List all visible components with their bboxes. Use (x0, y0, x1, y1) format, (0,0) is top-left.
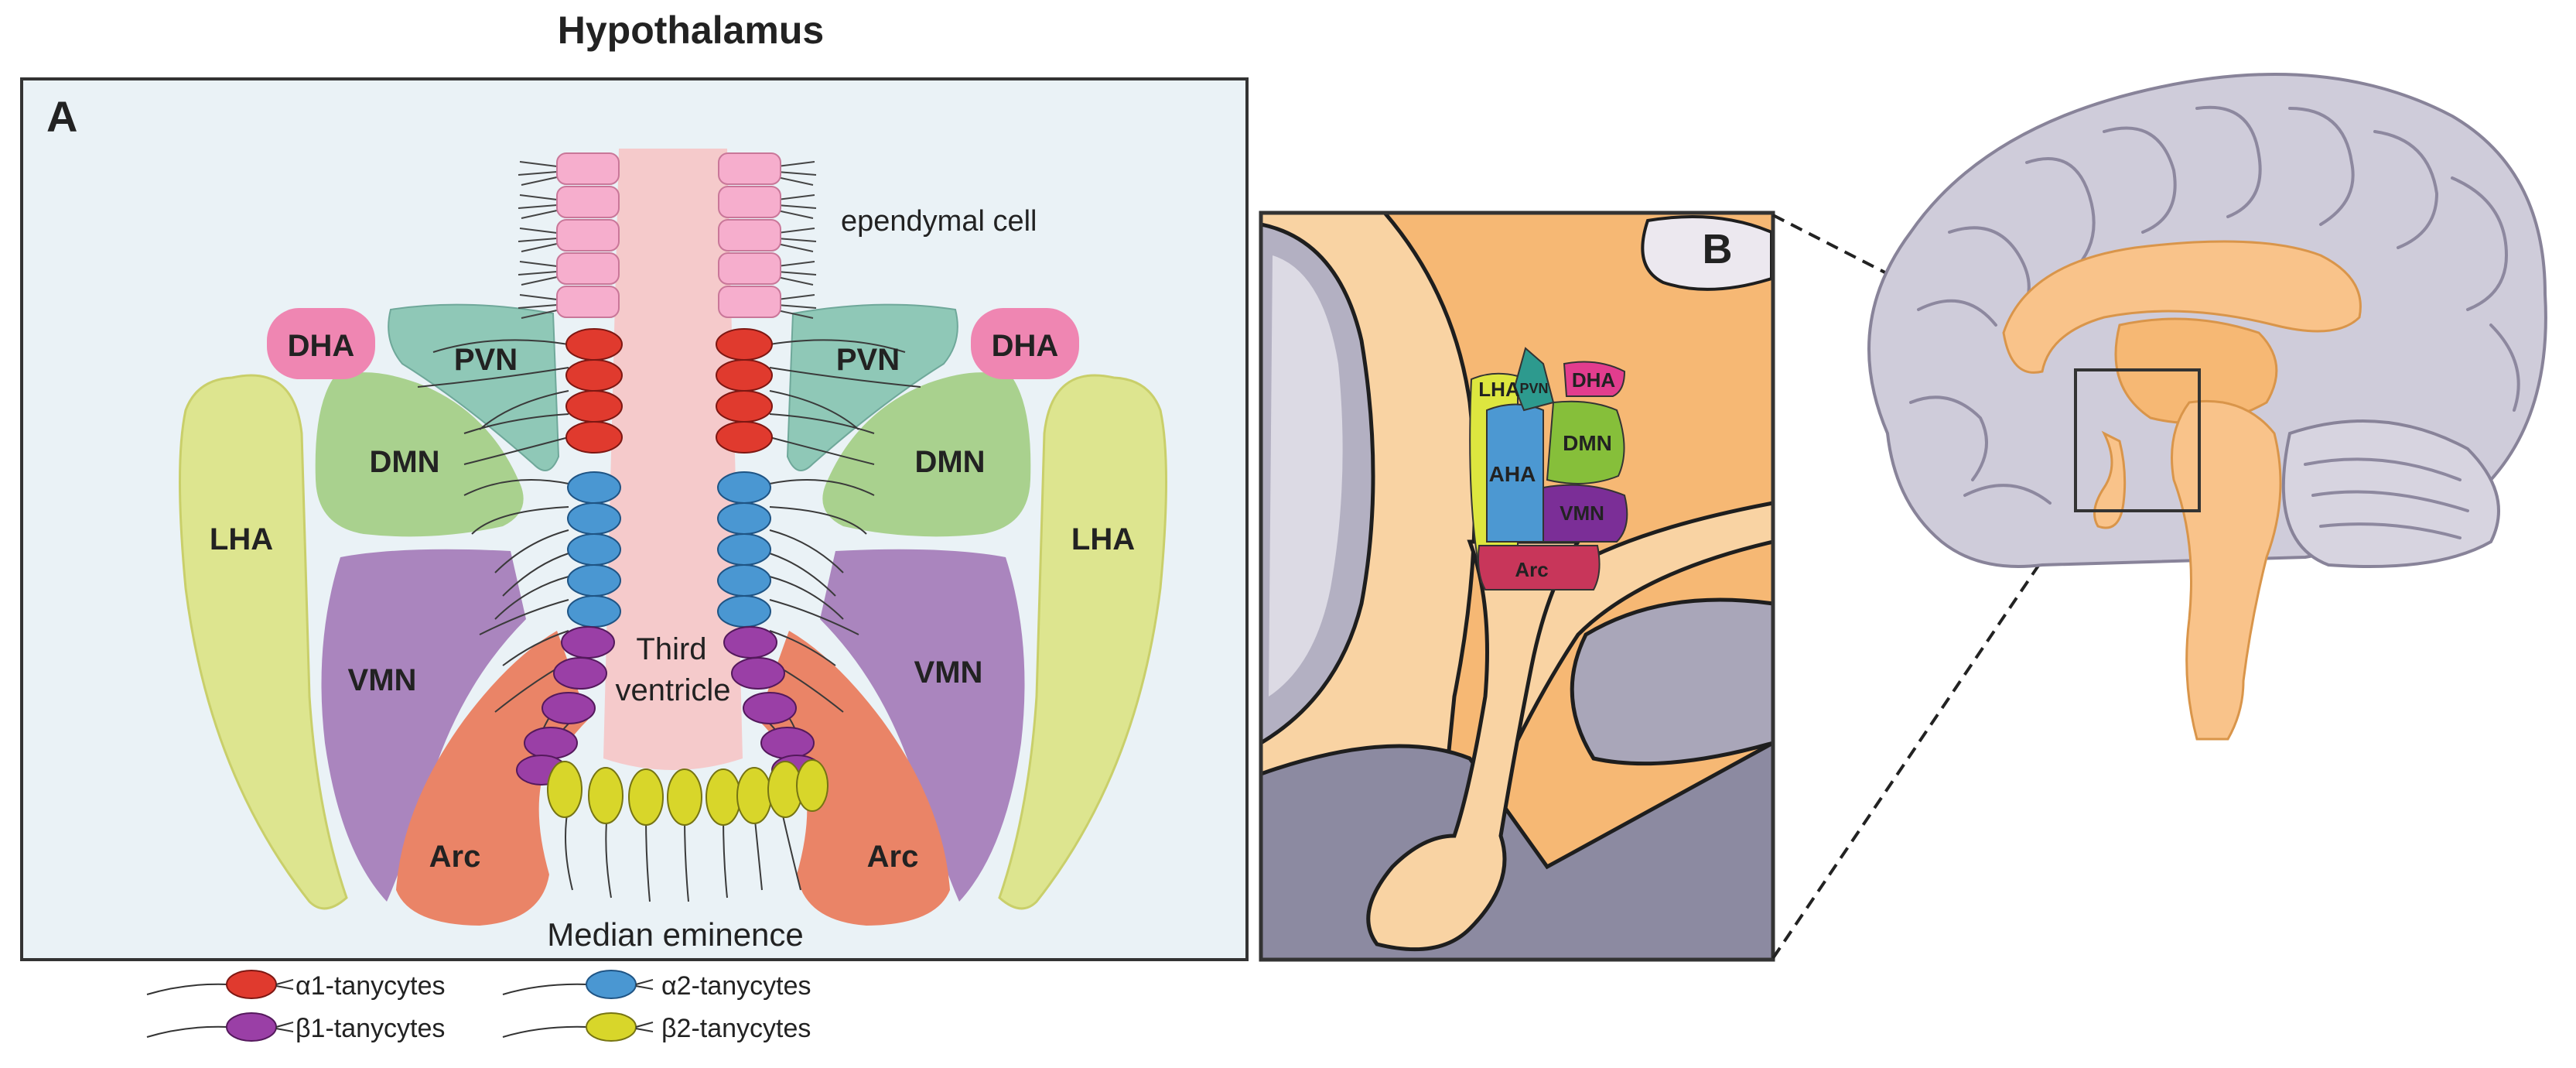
legend-label-beta1: β1-tanycytes (296, 1014, 445, 1043)
zoom-box (2074, 368, 2201, 512)
dmn-right-region (822, 372, 1031, 537)
alpha2-tanycytes (567, 471, 771, 628)
panel-b-pvn-region (1513, 347, 1555, 412)
third-ventricle (603, 149, 743, 770)
pvn-left-region (388, 303, 560, 471)
legend-item-alpha1: α1-tanycytes (146, 970, 446, 1001)
panel-b-arc-region (1478, 545, 1601, 590)
arc-right-label: Arc (867, 840, 919, 874)
legend-item-beta1: β1-tanycytes (146, 1012, 445, 1043)
beta1-tanycytes (516, 626, 822, 786)
dmn-right-label: DMN (914, 445, 985, 479)
vmn-left-label: VMN (348, 663, 417, 697)
dha-right-label: DHA (992, 329, 1059, 363)
tanycyte-processes (417, 339, 921, 902)
panel-b-vmn-region (1543, 484, 1628, 543)
brain-illustration (1867, 73, 2547, 741)
arc-left-region (396, 631, 588, 926)
panel-b: LHA PVN DHA AHA DMN VMN Arc B (1259, 211, 1775, 962)
third-ventricle-label-line1: Third (636, 632, 706, 666)
panel-a-letter: A (46, 92, 77, 141)
panel-b-letter: B (1703, 226, 1733, 272)
panel-b-dha-label: DHA (1572, 368, 1616, 392)
arc-right-region (758, 631, 950, 926)
legend-label-alpha1: α1-tanycytes (296, 971, 446, 1001)
pituitary (2093, 430, 2127, 529)
median-eminence-label: Median eminence (547, 916, 804, 953)
panel-b-nuclei: LHA PVN DHA AHA DMN VMN Arc (1469, 347, 1628, 590)
legend-label-alpha2: α2-tanycytes (661, 971, 811, 1001)
panel-b-lha-label: LHA (1478, 378, 1520, 401)
cortical-folds (1909, 105, 2520, 539)
dmn-left-label: DMN (369, 445, 439, 479)
legend-label-beta2: β2-tanycytes (661, 1014, 811, 1043)
legend-item-beta2: β2-tanycytes (502, 1012, 811, 1043)
legend: α1-tanycytes α2-tanycytes β1-tanycytes β… (146, 970, 811, 1043)
dha-left-label: DHA (288, 329, 355, 363)
pvn-right-label: PVN (836, 343, 900, 377)
panel-b-vmn-label: VMN (1560, 501, 1604, 525)
arc-left-label: Arc (429, 840, 481, 874)
third-ventricle-label-line2: ventricle (616, 673, 731, 707)
panel-b-dmn-label: DMN (1563, 431, 1612, 455)
panel-b-dha-region (1563, 361, 1626, 397)
figure-title: Hypothalamus (558, 9, 825, 52)
vmn-right-region (820, 549, 1025, 902)
dmn-left-region (315, 372, 524, 537)
alpha1-tanycytes (565, 328, 773, 454)
panel-b-frame (1259, 211, 1775, 962)
vmn-left-region (321, 549, 526, 902)
panel-b-dmn-region (1546, 400, 1625, 484)
pvn-right-region (786, 303, 958, 471)
lha-right-region (998, 374, 1167, 910)
lha-left-region (179, 374, 348, 910)
legend-item-alpha2: α2-tanycytes (502, 970, 811, 1001)
beta2-tanycytes (547, 759, 828, 826)
brainstem (2171, 399, 2282, 741)
dha-right-region (971, 308, 1079, 379)
panel-b-arc-label: Arc (1515, 558, 1548, 581)
dha-left-region (267, 308, 375, 379)
ependymal-cells (518, 152, 817, 319)
pvn-left-label: PVN (454, 343, 518, 377)
panel-b-aha-label: AHA (1489, 462, 1536, 486)
panel-b-pvn-label: PVN (1519, 381, 1548, 396)
corpus-callosum (2002, 240, 2362, 374)
lha-right-label: LHA (1071, 522, 1135, 556)
lha-left-label: LHA (210, 522, 273, 556)
ependymal-cell-label: ependymal cell (841, 205, 1037, 238)
panel-a: A (20, 77, 1249, 961)
vmn-right-label: VMN (914, 656, 983, 690)
